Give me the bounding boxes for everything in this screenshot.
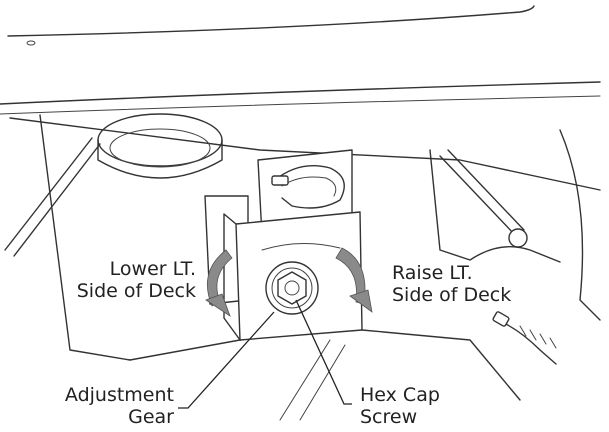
lower-brace xyxy=(279,339,346,421)
pulley-side xyxy=(97,139,223,179)
lower-side-callout: Lower LT. Side of Deck xyxy=(72,258,196,302)
deck-top-edge-inner xyxy=(0,95,601,115)
adjustment-gear-leader xyxy=(178,311,275,409)
pulley-top xyxy=(97,113,223,167)
right-body-edge xyxy=(559,129,601,321)
pulley-inner xyxy=(109,128,211,168)
raise-callout-line2: Side of Deck xyxy=(392,284,512,306)
rod-knob xyxy=(508,228,528,248)
raise-side-callout: Raise LT. Side of Deck xyxy=(392,262,528,306)
gear-ring xyxy=(271,267,313,309)
raise-direction-arrow xyxy=(335,247,373,313)
adjustment-gear-callout: Adjustment Gear xyxy=(54,384,174,428)
right-plate xyxy=(429,149,561,263)
bracket-slot xyxy=(261,242,341,251)
lower-direction-arrow xyxy=(205,249,233,318)
spring-clip xyxy=(274,165,345,209)
spring-clip-inner xyxy=(281,176,337,197)
lower-callout-line1: Lower LT. xyxy=(109,258,196,280)
deck-rim xyxy=(9,117,601,191)
left-rod-edge xyxy=(13,143,101,257)
hex-callout-line2: Screw xyxy=(360,406,418,428)
lower-frame xyxy=(129,339,241,361)
left-panel xyxy=(39,114,131,361)
screw-center xyxy=(284,280,300,296)
spring-clamp xyxy=(492,311,510,327)
raise-callout-line1: Raise LT. xyxy=(392,262,473,284)
right-rod-edge xyxy=(447,149,525,231)
spring-coils xyxy=(519,325,557,349)
lower-frame-right xyxy=(361,329,521,401)
frame-top-edge xyxy=(7,5,535,37)
deck-top-edge xyxy=(0,81,601,105)
adjustment-callout-line2: Gear xyxy=(128,406,174,428)
hex-screw-leader xyxy=(295,299,352,405)
right-rod xyxy=(439,155,517,237)
hex-callout-line1: Hex Cap xyxy=(360,384,440,406)
lower-callout-line2: Side of Deck xyxy=(76,280,196,302)
clip-pin xyxy=(271,175,289,186)
spring-link xyxy=(497,319,557,365)
frame-hole xyxy=(26,40,36,46)
hex-cap-screw xyxy=(277,271,307,305)
adjustment-callout-line1: Adjustment xyxy=(64,384,174,406)
hex-cap-screw-callout: Hex Cap Screw xyxy=(360,384,470,428)
left-rod xyxy=(4,137,93,251)
